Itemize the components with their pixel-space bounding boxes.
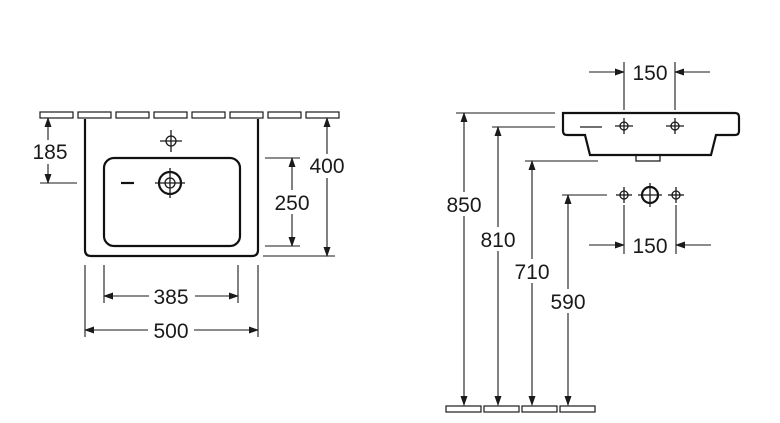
drain-symbol [155, 168, 185, 198]
top-view: 185 400 250 385 [28, 111, 349, 343]
side-view: 150 150 8 [441, 62, 741, 413]
dim-385-label: 385 [153, 286, 188, 309]
dim-150-top-label: 150 [632, 62, 667, 85]
dim-590: 590 [545, 194, 591, 406]
tap-hole-symbol [160, 130, 182, 152]
dim-810-label: 810 [480, 229, 515, 252]
floor-strip [445, 405, 596, 413]
dim-385: 385 [103, 265, 239, 309]
basin-side-profile [561, 111, 741, 157]
dim-500: 500 [84, 265, 259, 343]
dim-850-label: 850 [446, 194, 481, 217]
dim-185: 185 [28, 117, 77, 184]
dim-150-bottom: 150 [589, 205, 711, 258]
basin-outline [83, 119, 260, 258]
dim-710: 710 [509, 160, 555, 406]
tap-holes-side [580, 118, 684, 134]
drain-stub [635, 155, 661, 162]
bowl-outline [102, 156, 242, 248]
dim-185-label: 185 [32, 141, 67, 164]
dim-710-label: 710 [514, 261, 549, 284]
dim-400: 400 [263, 117, 349, 257]
dim-150-bottom-label: 150 [632, 235, 667, 258]
dim-810: 810 [475, 126, 521, 406]
dim-400-label: 400 [309, 155, 344, 178]
wall-strip [39, 111, 340, 119]
dim-250-label: 250 [274, 192, 309, 215]
dim-590-label: 590 [550, 291, 585, 314]
dim-500-label: 500 [153, 320, 188, 343]
dim-250: 250 [265, 157, 316, 247]
dim-850: 850 [441, 112, 487, 406]
tap-connection-symbols [616, 183, 684, 207]
dim-150-top: 150 [589, 62, 710, 110]
